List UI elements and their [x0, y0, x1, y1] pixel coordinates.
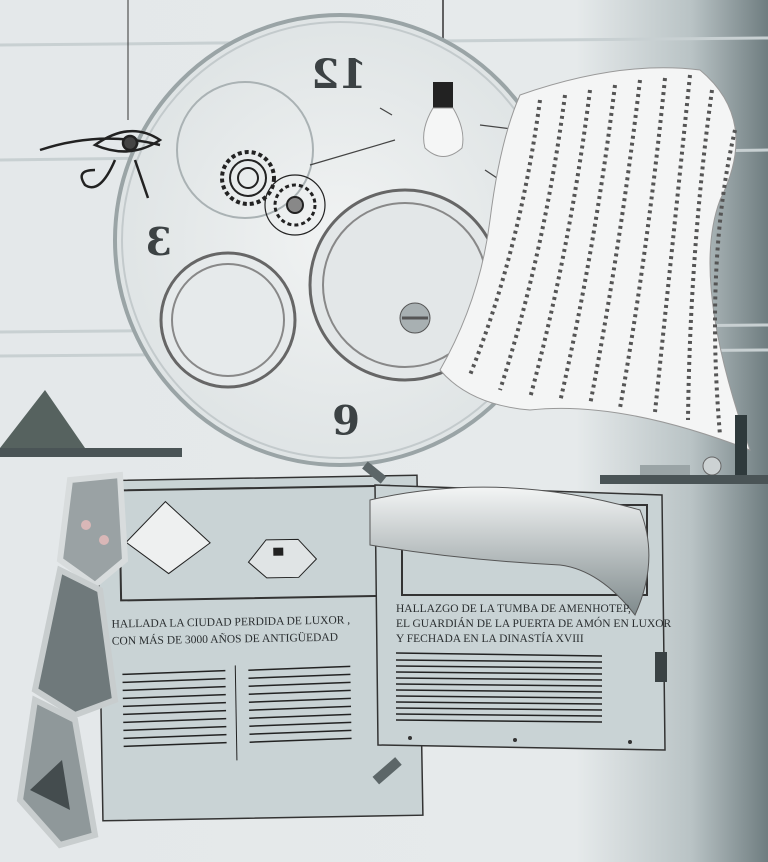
- right-headline-line3: Y FECHADA EN LA DINASTÍA XVIII: [396, 631, 584, 645]
- right-shelf: [600, 415, 768, 484]
- newspaper-right: HALLAZGO DE LA TUMBA DE AMENHOTEP, EL GU…: [369, 484, 672, 751]
- page-curl: [369, 486, 650, 616]
- hieroglyph-columns: [468, 74, 737, 436]
- spiral-gears: [220, 150, 326, 236]
- papyrus-scroll: [439, 67, 751, 451]
- pin: [513, 738, 517, 742]
- medium-gear: [159, 251, 297, 389]
- newspaper-left: HALLADA LA CIUDAD PERDIDA DE LUXOR , CON…: [96, 461, 424, 822]
- tape: [655, 652, 667, 682]
- small-dial: [176, 81, 314, 219]
- clock-numeral-3: 3: [146, 219, 172, 264]
- right-headline-line1: HALLAZGO DE LA TUMBA DE AMENHOTEP,: [396, 603, 631, 615]
- left-shelf: [0, 390, 182, 457]
- pyramid-icon: [125, 500, 318, 579]
- left-headline-line1: HALLADA LA CIUDAD PERDIDA DE LUXOR ,: [111, 614, 350, 630]
- tape: [372, 757, 402, 785]
- pin: [628, 740, 632, 744]
- article-text-lines: [395, 652, 603, 723]
- right-headline-line2: EL GUARDIÁN DE LA PUERTA DE AMÓN EN LUXO…: [396, 616, 672, 630]
- stone-totem: [16, 471, 129, 849]
- clock-numeral-6: 6: [332, 395, 360, 442]
- left-headline-line2: CON MÁS DE 3000 AÑOS DE ANTIGÜEDAD: [112, 630, 338, 648]
- light-bulb-icon: [423, 82, 464, 157]
- tape: [362, 461, 387, 484]
- article-text-lines: [122, 665, 352, 761]
- clock-numeral-12: 12: [311, 51, 367, 98]
- pin: [408, 736, 412, 740]
- eye-of-horus-icon: [39, 129, 163, 199]
